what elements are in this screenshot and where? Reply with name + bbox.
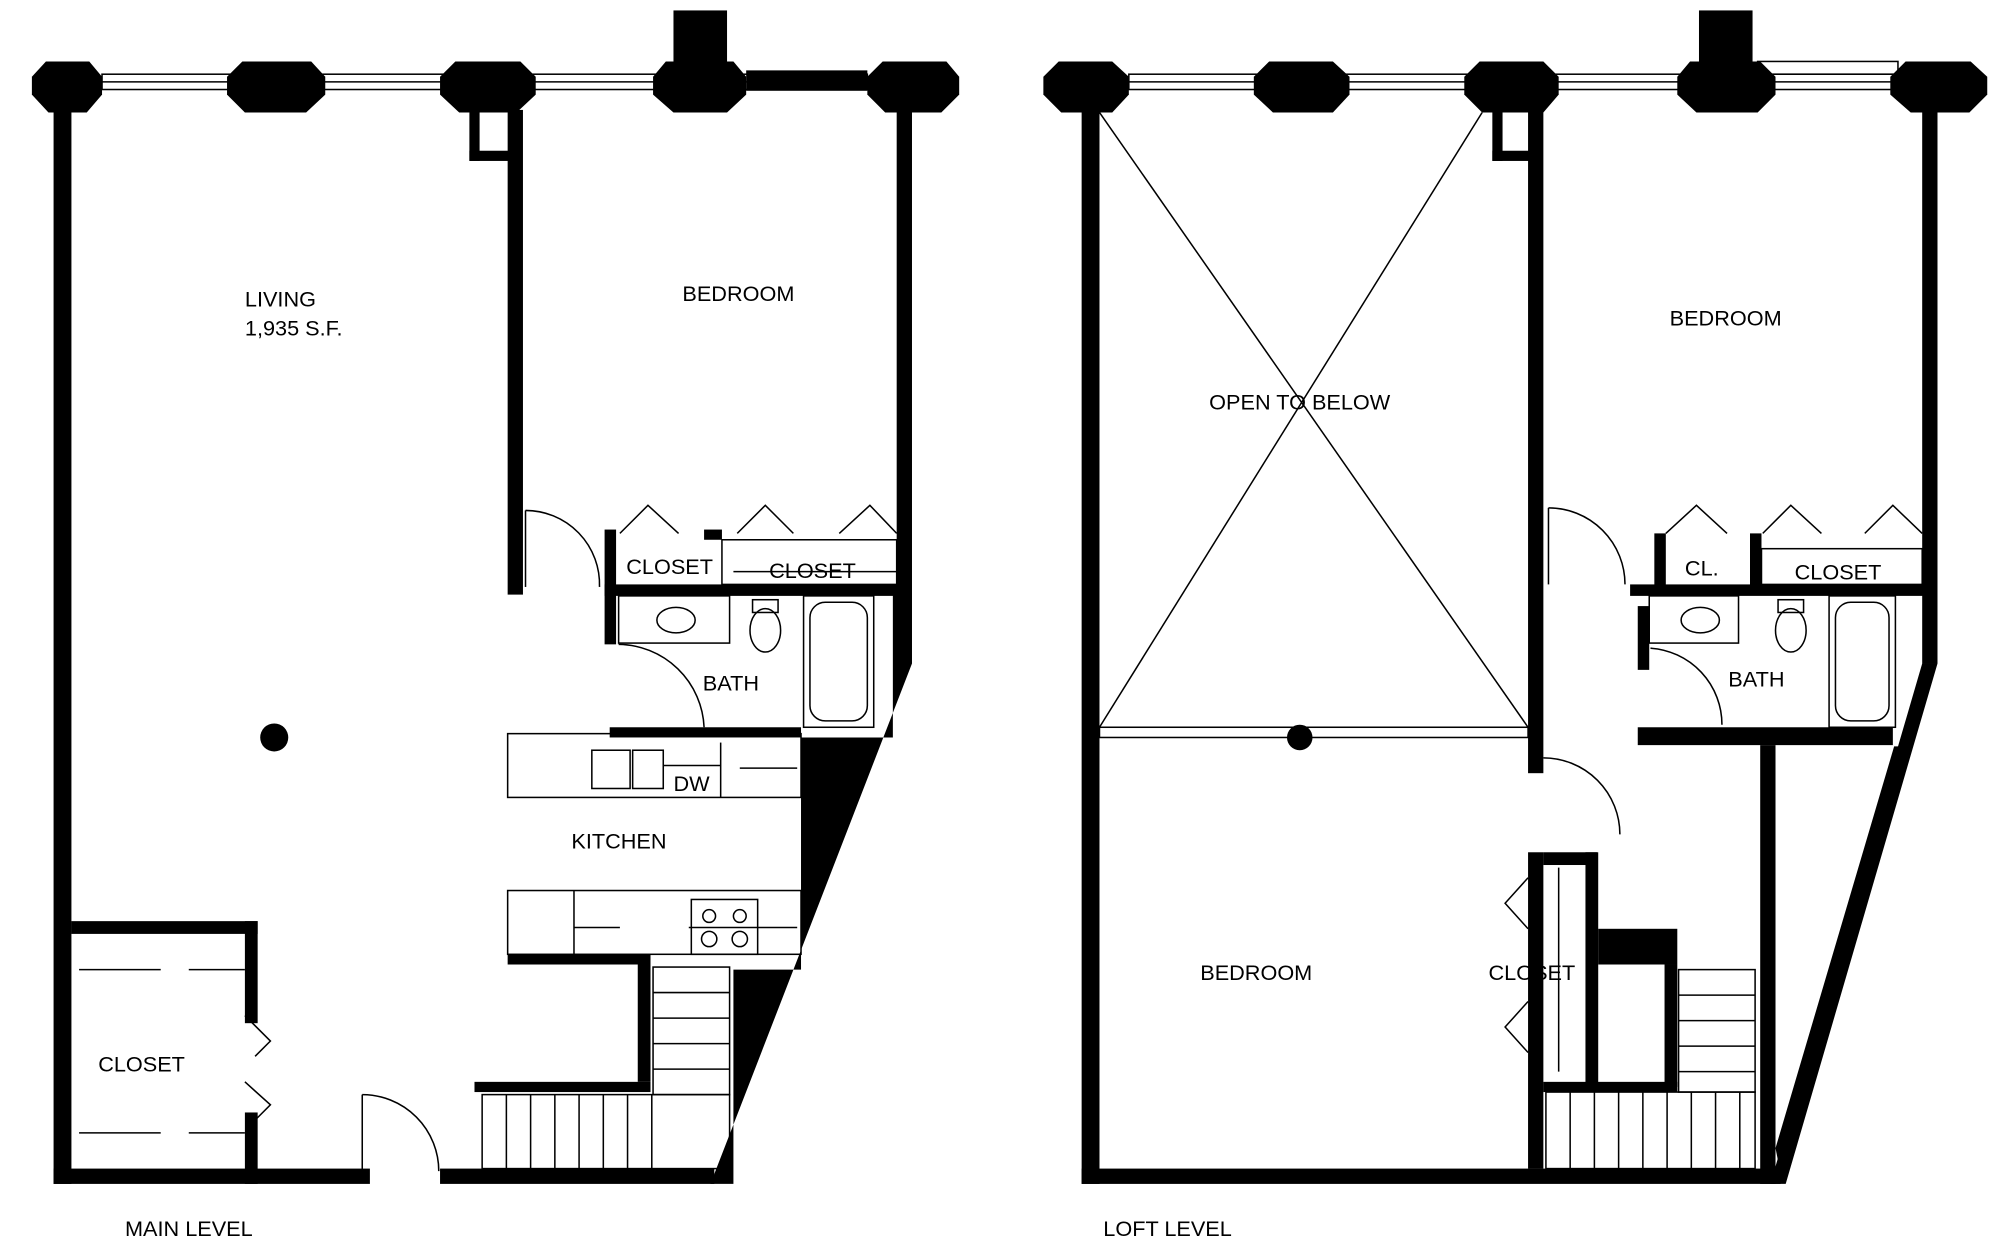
interior-walls	[71, 109, 904, 1184]
main-stairs	[481, 966, 731, 1170]
loft-stairs	[1545, 968, 1756, 1170]
doors	[1504, 504, 1923, 1072]
label-open-to-below: OPEN TO BELOW	[1209, 390, 1391, 415]
column-marker	[1286, 724, 1313, 751]
label-closet-small: CL.	[1685, 555, 1719, 580]
kitchen-counters	[506, 732, 802, 956]
facade-cornice	[1043, 10, 1988, 113]
open-to-below-x	[1098, 112, 1529, 739]
label-bedroom-2: BEDROOM	[1200, 960, 1312, 985]
label-closet-1: CLOSET	[1795, 559, 1882, 584]
loft-level-title: LOFT LEVEL	[1103, 1216, 1232, 1241]
label-kitchen: KITCHEN	[571, 828, 666, 853]
facade-cornice	[31, 10, 960, 113]
label-dishwasher: DW	[673, 771, 710, 796]
label-bath: BATH	[1728, 666, 1784, 691]
loft-level-plan: OPEN TO BELOW BEDROOM CL. CLOSET BATH BE…	[1043, 10, 1988, 1241]
label-closet-2: CLOSET	[1489, 960, 1576, 985]
exterior-walls	[53, 109, 912, 1184]
label-living-area: 1,935 S.F.	[245, 316, 343, 341]
label-closet-1: CLOSET	[626, 554, 713, 579]
column-marker	[260, 723, 289, 752]
exterior-walls	[1081, 109, 1938, 1184]
main-level-plan: LIVING 1,935 S.F. BEDROOM CLOSET CLOSET …	[31, 10, 960, 1241]
main-level-title: MAIN LEVEL	[125, 1216, 253, 1241]
label-entry-closet: CLOSET	[98, 1052, 185, 1077]
label-bath: BATH	[703, 670, 759, 695]
label-closet-2: CLOSET	[769, 558, 856, 583]
bath-fixtures	[1648, 595, 1897, 729]
doors	[79, 504, 898, 1172]
label-living: LIVING	[245, 286, 316, 311]
label-bedroom: BEDROOM	[682, 281, 794, 306]
interior-walls	[1492, 109, 1937, 1184]
label-bedroom-1: BEDROOM	[1670, 305, 1782, 330]
bath-fixtures	[617, 595, 875, 729]
